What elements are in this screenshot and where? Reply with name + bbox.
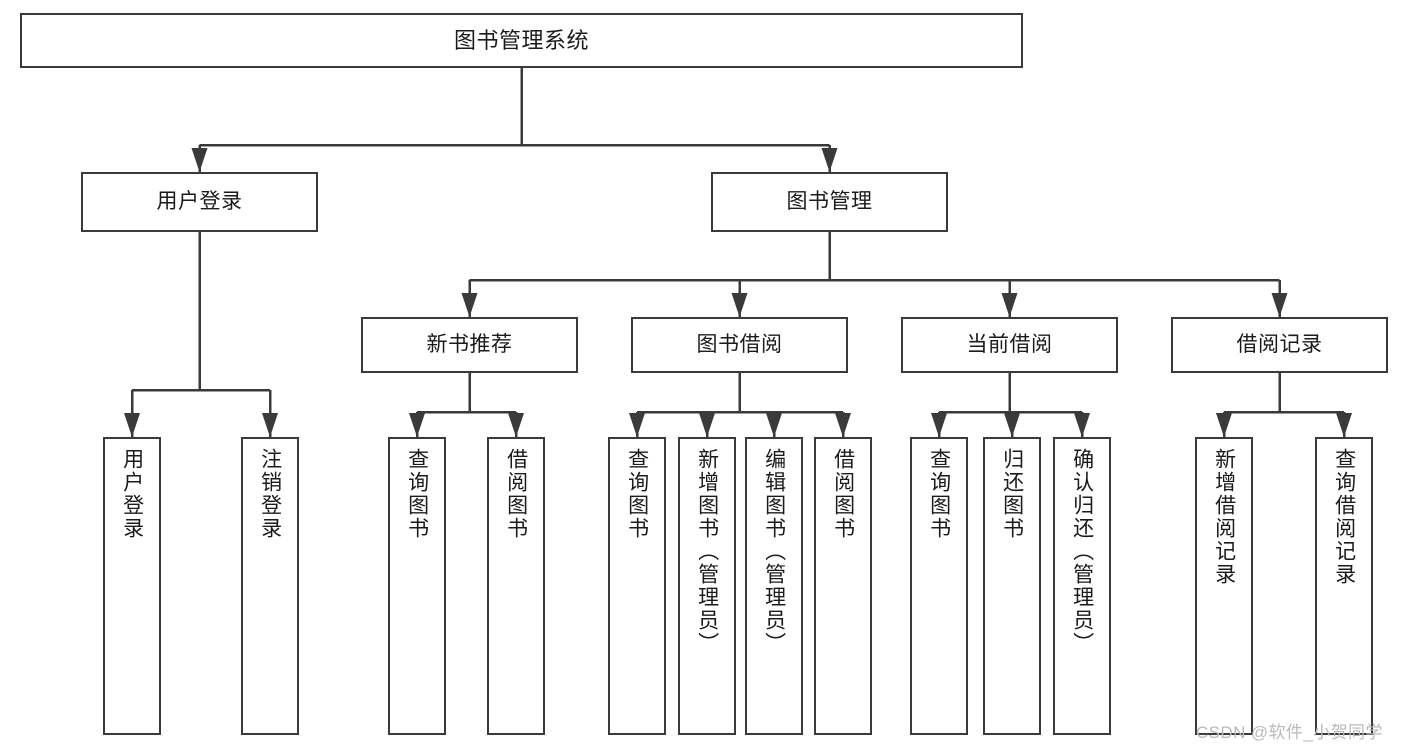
- node-user-login[interactable]: 用户登录: [81, 172, 318, 232]
- node-label: 确认归还（管理员）: [1070, 448, 1094, 655]
- node-label: 查询借阅记录: [1332, 448, 1356, 586]
- node-label: 图书借阅: [696, 332, 783, 356]
- node-leaf-query-book-1[interactable]: 查询图书: [388, 437, 446, 735]
- watermark-text: CSDN @软件_小贺同学: [1196, 723, 1383, 742]
- node-leaf-borrow-book-2[interactable]: 借阅图书: [814, 437, 872, 735]
- node-label: 归还图书: [1000, 448, 1024, 540]
- node-label: 用户登录: [120, 448, 144, 540]
- node-new-book-rec[interactable]: 新书推荐: [361, 317, 578, 373]
- node-label: 图书管理: [786, 189, 873, 213]
- node-label: 新增图书（管理员）: [695, 448, 719, 655]
- node-label: 查询图书: [625, 448, 649, 540]
- node-root[interactable]: 图书管理系统: [20, 13, 1023, 68]
- node-leaf-add-record[interactable]: 新增借阅记录: [1195, 437, 1253, 735]
- node-book-borrow[interactable]: 图书借阅: [631, 317, 848, 373]
- node-label: 编辑图书（管理员）: [762, 448, 786, 655]
- node-leaf-return-book[interactable]: 归还图书: [983, 437, 1041, 735]
- node-label: 用户登录: [156, 189, 243, 213]
- node-leaf-edit-book[interactable]: 编辑图书（管理员）: [745, 437, 803, 735]
- node-label: 当前借阅: [966, 332, 1053, 356]
- node-label: 借阅记录: [1236, 332, 1323, 356]
- node-label: 查询图书: [405, 448, 429, 540]
- node-label: 注销登录: [258, 448, 282, 540]
- node-label: 借阅图书: [504, 448, 528, 540]
- node-book-mgmt[interactable]: 图书管理: [711, 172, 948, 232]
- node-label: 新增借阅记录: [1212, 448, 1236, 586]
- node-label: 图书管理系统: [453, 27, 589, 53]
- node-leaf-query-book-3[interactable]: 查询图书: [910, 437, 968, 735]
- node-leaf-logout[interactable]: 注销登录: [241, 437, 299, 735]
- node-leaf-borrow-book-1[interactable]: 借阅图书: [487, 437, 545, 735]
- node-leaf-confirm-return[interactable]: 确认归还（管理员）: [1053, 437, 1111, 735]
- node-borrow-record[interactable]: 借阅记录: [1171, 317, 1388, 373]
- node-label: 查询图书: [927, 448, 951, 540]
- node-leaf-query-record[interactable]: 查询借阅记录: [1315, 437, 1373, 735]
- node-current-borrow[interactable]: 当前借阅: [901, 317, 1118, 373]
- node-leaf-add-book[interactable]: 新增图书（管理员）: [678, 437, 736, 735]
- node-leaf-user-login[interactable]: 用户登录: [103, 437, 161, 735]
- node-leaf-query-book-2[interactable]: 查询图书: [608, 437, 666, 735]
- node-label: 新书推荐: [426, 332, 513, 356]
- node-label: 借阅图书: [831, 448, 855, 540]
